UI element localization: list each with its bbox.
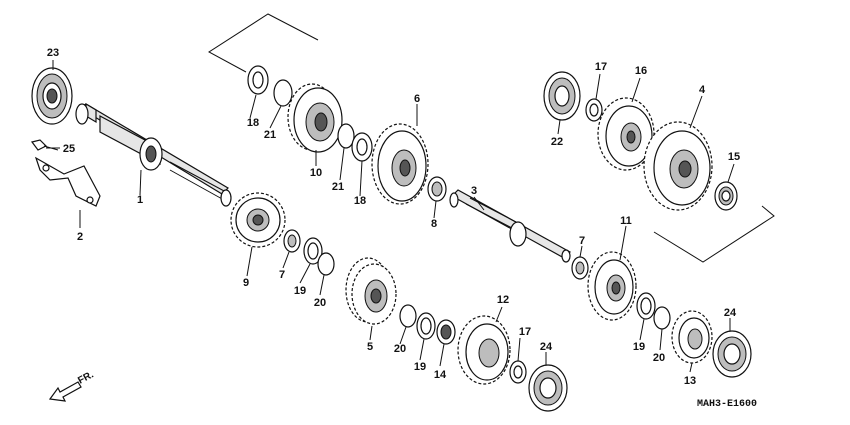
gear-12 bbox=[457, 315, 511, 385]
washer-19-lower bbox=[416, 312, 436, 340]
gear-5 bbox=[345, 257, 397, 325]
callout-17-lower: 17 bbox=[519, 326, 531, 338]
bearing-14 bbox=[436, 319, 456, 345]
callout-24-right: 24 bbox=[724, 307, 737, 319]
callout-5: 5 bbox=[367, 341, 373, 353]
callout-11: 11 bbox=[620, 215, 632, 227]
callout-14: 14 bbox=[434, 369, 447, 381]
diagram-code: MAH3-E1600 bbox=[697, 399, 757, 410]
callout-labels: 23 25 1 2 18 21 10 21 18 6 8 3 9 7 19 20… bbox=[47, 47, 740, 387]
gear-6 bbox=[371, 123, 429, 205]
callout-2: 2 bbox=[77, 231, 83, 243]
bushing-8 bbox=[427, 176, 447, 202]
callout-17-upper: 17 bbox=[595, 61, 607, 73]
bearing-23 bbox=[31, 67, 73, 125]
gear-4 bbox=[643, 121, 713, 211]
washer-18-top-left bbox=[247, 65, 269, 95]
callout-7-right: 7 bbox=[579, 235, 585, 247]
bearing-15 bbox=[714, 181, 738, 211]
callout-20-left: 20 bbox=[314, 297, 326, 309]
circlip-20-lower bbox=[399, 304, 417, 328]
front-label: FR. bbox=[76, 369, 96, 386]
callout-24-lower: 24 bbox=[540, 341, 553, 353]
callout-1: 1 bbox=[137, 194, 143, 206]
callout-19-lower: 19 bbox=[414, 361, 426, 373]
group-bracket-right bbox=[653, 205, 775, 263]
callout-20-lower: 20 bbox=[394, 343, 406, 355]
circlip-21-top-left bbox=[273, 79, 293, 107]
washer-17-upper bbox=[585, 98, 603, 122]
bracket-2 bbox=[34, 156, 101, 207]
front-direction-arrow: FR. bbox=[48, 369, 96, 402]
callout-21-top-left: 21 bbox=[264, 129, 276, 141]
circlip-20-right bbox=[653, 306, 671, 330]
callout-15: 15 bbox=[728, 151, 740, 163]
callout-18-top-right: 18 bbox=[354, 195, 366, 207]
callout-10: 10 bbox=[310, 167, 322, 179]
callout-22: 22 bbox=[551, 136, 563, 148]
mainshaft-1 bbox=[75, 102, 232, 207]
callout-19-left: 19 bbox=[294, 285, 306, 297]
countershaft-3 bbox=[449, 189, 571, 263]
callout-7-left: 7 bbox=[279, 269, 285, 281]
callout-3: 3 bbox=[471, 185, 477, 197]
callout-9: 9 bbox=[243, 277, 249, 289]
callout-12: 12 bbox=[497, 294, 509, 306]
bearing-22 bbox=[543, 71, 581, 121]
bushing-7-right bbox=[571, 256, 589, 280]
bearing-24-right bbox=[712, 330, 752, 378]
circlip-21-top-right bbox=[337, 123, 355, 149]
washer-19-right bbox=[636, 292, 656, 320]
bearing-24-lower bbox=[528, 364, 568, 412]
gear-9 bbox=[230, 192, 286, 248]
washer-17-lower bbox=[509, 360, 527, 384]
callout-13: 13 bbox=[684, 375, 696, 387]
callout-23: 23 bbox=[47, 47, 59, 59]
group-bracket-top bbox=[208, 13, 319, 73]
callout-8: 8 bbox=[431, 218, 437, 230]
callout-25: 25 bbox=[63, 143, 75, 155]
callout-21-top-right: 21 bbox=[332, 181, 344, 193]
callout-4: 4 bbox=[699, 84, 706, 96]
bushing-7-left bbox=[283, 229, 301, 253]
gear-16 bbox=[597, 97, 655, 171]
leader-lines bbox=[46, 60, 735, 373]
gear-13 bbox=[671, 310, 713, 364]
callout-16: 16 bbox=[635, 65, 647, 77]
washer-19-left bbox=[303, 237, 323, 265]
callout-20-right: 20 bbox=[653, 352, 665, 364]
callout-18-top-left: 18 bbox=[247, 117, 259, 129]
callout-6: 6 bbox=[414, 93, 420, 105]
callout-19-right: 19 bbox=[633, 341, 645, 353]
circlip-20-left bbox=[317, 252, 335, 276]
gear-10 bbox=[287, 83, 343, 153]
washer-18-top-right bbox=[351, 132, 373, 162]
gear-11 bbox=[587, 251, 637, 321]
